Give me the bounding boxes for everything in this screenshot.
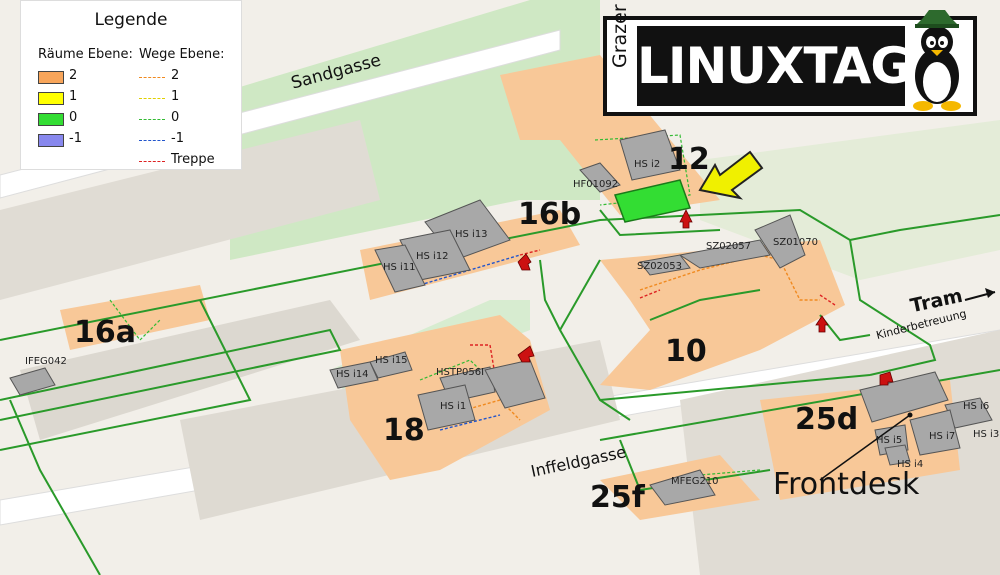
room-label: HS i13: [455, 229, 488, 240]
legend-title: Legende: [94, 10, 168, 30]
entrance-arrow-16b: [517, 253, 532, 271]
room-ifeg042: [9, 367, 56, 396]
frontdesk-pointer: [819, 414, 911, 481]
room-hs-i15: [369, 351, 413, 379]
building-label-16b: 16b: [518, 197, 582, 232]
room-hs-i11: [374, 244, 426, 293]
room-label: HS i15: [375, 355, 408, 366]
building-label-12: 12: [668, 142, 710, 177]
room-sz01070: [754, 214, 806, 269]
legend-path-label: Treppe: [171, 152, 215, 167]
room-building-12-level-0: [614, 179, 691, 223]
area-10: [600, 240, 845, 390]
room-label: HS i12: [416, 251, 449, 262]
area-12: [500, 55, 720, 215]
room-hs-i4: [884, 444, 911, 466]
entrance-arrow-18: [517, 345, 535, 363]
room-sz02053: [639, 254, 691, 276]
building-label-25d: 25d: [795, 402, 859, 437]
room-mfeg210: [649, 469, 716, 506]
room-label: HF01092: [573, 179, 619, 190]
room-big-18: [484, 359, 546, 409]
room-label: SZ02053: [637, 261, 683, 272]
room-label: HS i7: [929, 431, 956, 442]
room-sz02057: [678, 239, 771, 269]
building-label-10: 10: [665, 334, 707, 369]
legend-room-label: 1: [69, 89, 78, 104]
penguin-with-hat-icon: [913, 10, 961, 111]
room-hs-i14: [329, 361, 379, 389]
logo-small-text: Grazer: [609, 4, 631, 68]
frontdesk-label: Frontdesk: [773, 467, 920, 502]
building-label-25f: 25f: [590, 480, 645, 515]
legend-path-label: 0: [171, 110, 180, 125]
legend-path-line-2: [139, 77, 165, 78]
room-label: HSTP056I: [436, 367, 485, 378]
room-label: HS i5: [876, 435, 903, 446]
legend-path-line-0: [139, 119, 165, 120]
room-label: SZ02057: [706, 241, 752, 252]
entrance-arrow-25d: [879, 371, 894, 386]
legend-room-swatch-minus1: [38, 134, 64, 147]
legend-path-line-minus1: [139, 140, 165, 141]
room-frontdesk: [859, 371, 949, 423]
legend-path-label: -1: [171, 131, 184, 146]
legend-room-swatch-1: [38, 92, 64, 105]
legend-path-line-1: [139, 98, 165, 99]
legend-room-swatch-2: [38, 71, 64, 84]
legend: Legende Räume Ebene: Wege Ebene: 2 1 0 -…: [20, 0, 242, 170]
legend-path-label: 1: [171, 89, 180, 104]
room-label: HS i14: [336, 369, 369, 380]
highlight-arrow-12: [698, 150, 764, 200]
room-label: HS i11: [383, 262, 416, 273]
room-label: MFEG210: [671, 476, 719, 487]
building-label-18: 18: [383, 413, 425, 448]
legend-path-line-stairs: [139, 161, 165, 162]
area-16a: [60, 285, 210, 350]
room-label: HS i3: [973, 429, 1000, 440]
room-label: HS i6: [963, 401, 990, 412]
room-hs-i1: [417, 384, 476, 431]
room-label: HS i1: [440, 401, 467, 412]
legend-path-label: 2: [171, 68, 180, 83]
legend-rooms-heading: Räume Ebene:: [38, 47, 133, 62]
grazer-linuxtage-logo: Grazer LINUXTAGE: [603, 4, 977, 116]
room-hs-i7: [909, 409, 961, 456]
logo-main-text: LINUXTAGE: [637, 26, 945, 106]
entrance-arrow-10: [815, 315, 829, 333]
room-label: SZ01070: [773, 237, 819, 248]
room-hs-i2: [619, 129, 681, 181]
room-label: HS i2: [634, 159, 661, 170]
building-label-16a: 16a: [74, 315, 136, 350]
legend-room-label: 2: [69, 68, 78, 83]
legend-room-label: 0: [69, 110, 78, 125]
room-label: IFEG042: [25, 356, 67, 367]
room-label: HS i4: [897, 459, 924, 470]
legend-room-swatch-0: [38, 113, 64, 126]
legend-paths-heading: Wege Ebene:: [139, 47, 225, 62]
entrance-arrow-12: [679, 209, 693, 229]
legend-room-label: -1: [69, 131, 82, 146]
room-hf01092: [579, 162, 621, 193]
